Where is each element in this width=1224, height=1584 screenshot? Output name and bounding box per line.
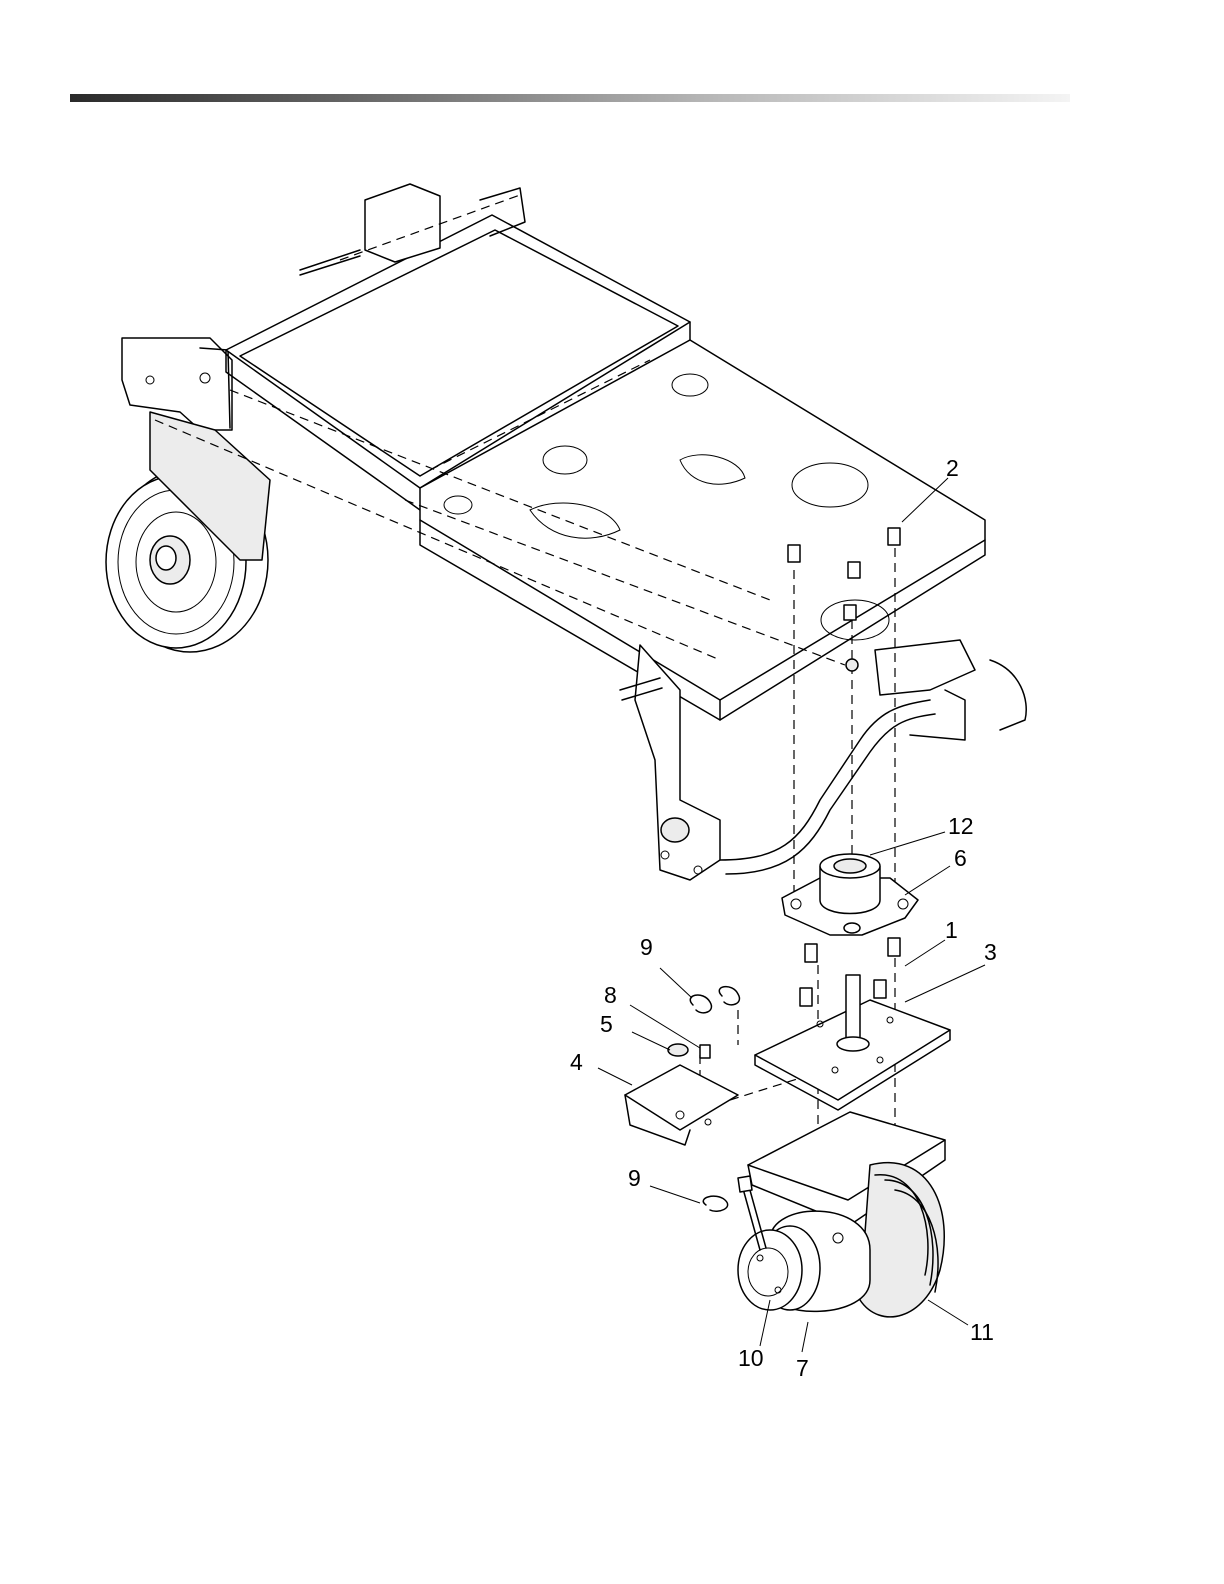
callout-3: 3	[984, 939, 997, 965]
bearing-housing	[782, 854, 918, 935]
callout-12: 12	[948, 813, 974, 839]
callout-10: 10	[738, 1345, 764, 1371]
caster-wheel-assembly	[738, 1112, 945, 1317]
callout-9-lower: 9	[628, 1165, 641, 1191]
callout-11: 11	[970, 1319, 994, 1345]
small-bracket-assembly	[625, 987, 739, 1212]
callout-1: 1	[945, 917, 958, 943]
callout-8: 8	[604, 982, 617, 1008]
mounting-plate	[755, 938, 950, 1110]
callout-5: 5	[600, 1011, 613, 1037]
callout-9-upper: 9	[640, 934, 653, 960]
callout-6: 6	[954, 845, 967, 871]
callout-7: 7	[796, 1355, 809, 1381]
callout-2: 2	[946, 455, 959, 481]
callout-4: 4	[570, 1049, 583, 1075]
